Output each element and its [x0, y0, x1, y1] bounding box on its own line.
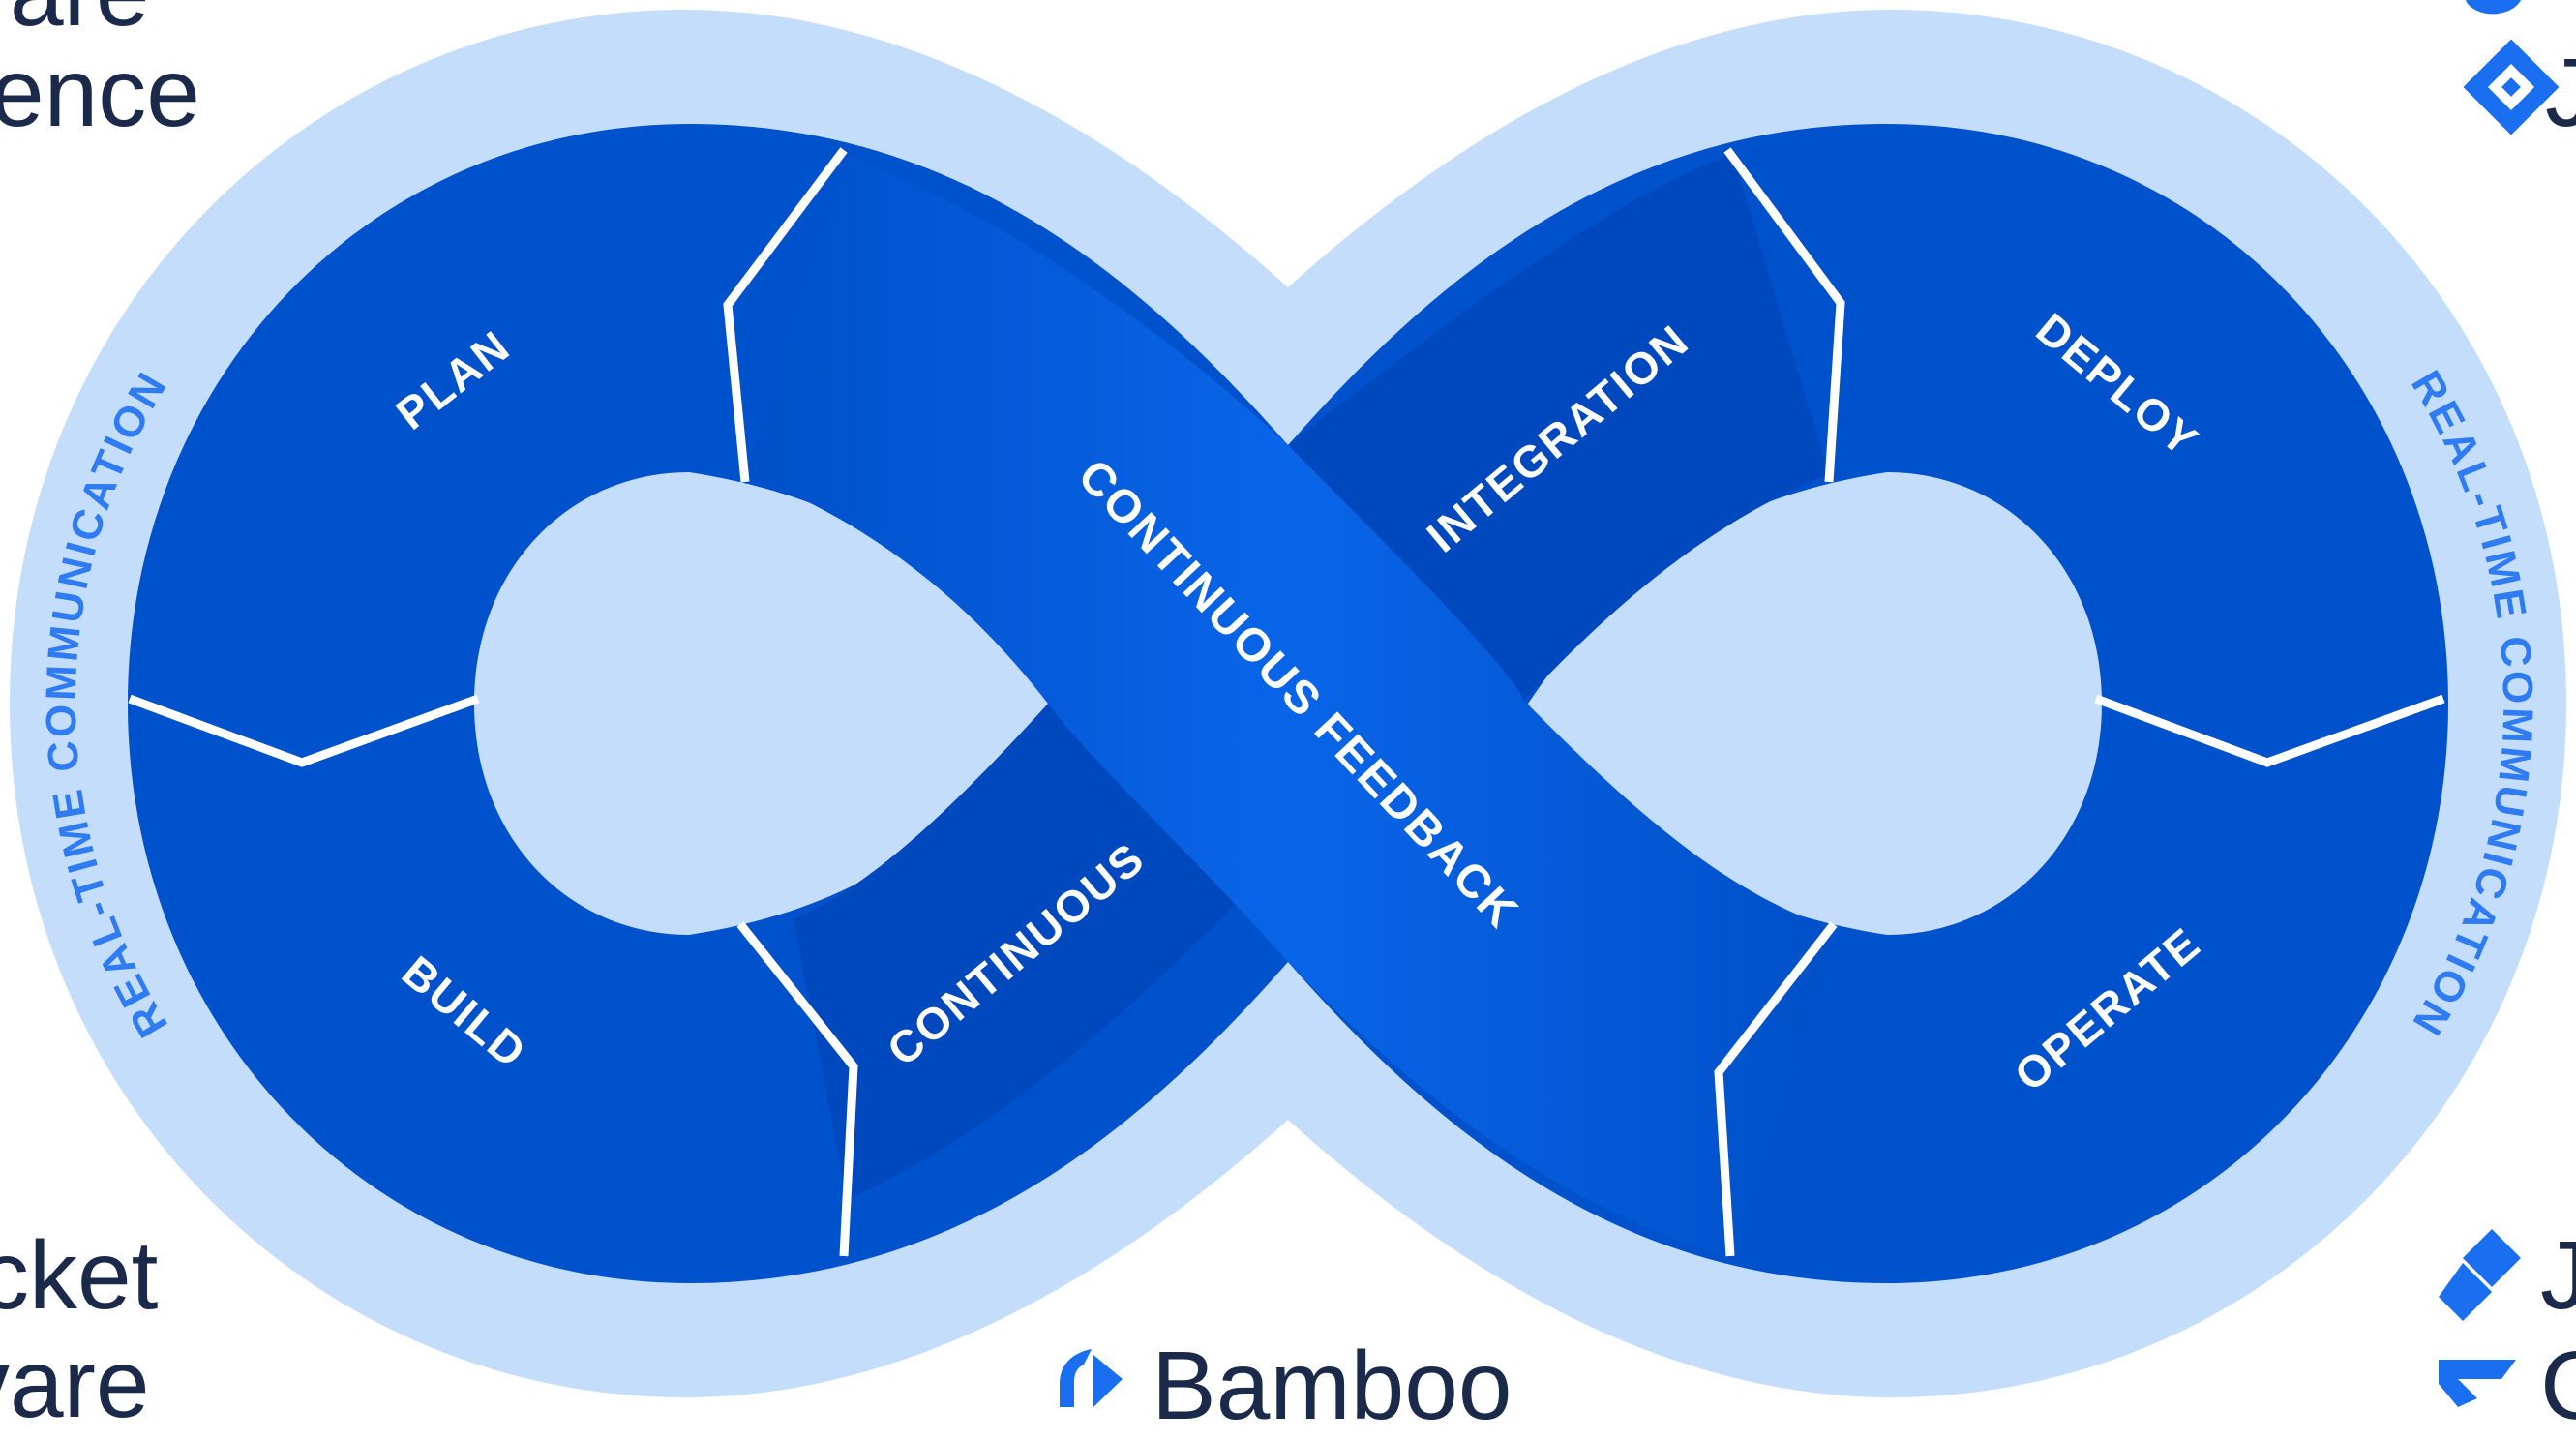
- jira-software-logo-icon: [2439, 1229, 2521, 1321]
- segment-dividers: [128, 147, 2445, 1257]
- edge-text-bottom-right-1: J: [2540, 1221, 2576, 1330]
- edge-text-top-right-1: J: [2545, 39, 2576, 147]
- edge-text-bottom-center: Bamboo: [1152, 1332, 1513, 1440]
- edge-text-bottom-left-2: vare: [0, 1330, 150, 1438]
- feedback-band: [745, 155, 1834, 1258]
- edge-text-bottom-right-2: C: [2540, 1332, 2576, 1440]
- edge-text-top-left-2: ence: [0, 39, 200, 147]
- confluence-logo-icon-top: [2466, 0, 2521, 15]
- edge-text-bottom-left-1: cket: [0, 1221, 159, 1330]
- infinity-loop-graphic: PLAN BUILD CONTINUOUS INTEGRATION DEPLOY…: [10, 0, 2566, 1407]
- edge-text-top-left-1: vare: [0, 0, 150, 41]
- bamboo-logo-icon: [1060, 1349, 1123, 1407]
- compass-logo-icon: [2439, 1360, 2516, 1407]
